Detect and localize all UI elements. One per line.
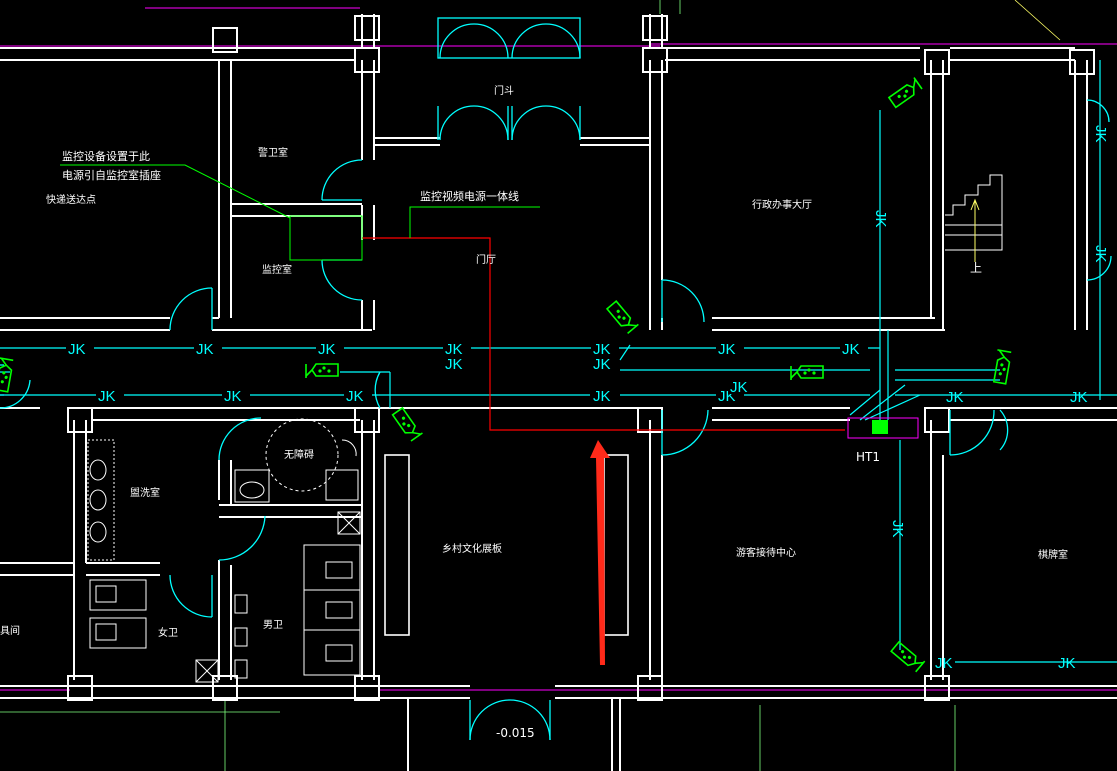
jk-tag: JK: [68, 341, 86, 358]
annotations: 监控设备设置于此 电源引自监控室插座 监控视频电源一体线: [62, 149, 519, 203]
jk-tag: JK: [718, 341, 736, 358]
label-washroom: 盥洗室: [130, 486, 160, 499]
jk-tag: JK: [593, 388, 611, 405]
jk-tag: JK: [946, 389, 964, 406]
jk-cable-lines: [0, 60, 1117, 663]
label-guard-room: 警卫室: [258, 146, 288, 159]
jk-tag: JK: [1092, 245, 1109, 263]
label-ht1: HT1: [856, 450, 880, 464]
jk-tag: JK: [98, 388, 116, 405]
jk-tag: JK: [889, 520, 906, 538]
jk-tag: JK: [346, 388, 364, 405]
axis-lines: [0, 7, 1117, 691]
grid-marks: [0, 0, 1061, 771]
label-elevation: -0.015: [496, 726, 535, 740]
jk-tag: JK: [872, 210, 889, 228]
jk-tag: JK: [1058, 655, 1076, 672]
jk-tag: JK: [730, 379, 748, 396]
note-line1: 监控设备设置于此: [62, 149, 150, 163]
jk-tag: JK: [593, 356, 611, 373]
columns: [67, 15, 1095, 701]
jk-tag: JK: [196, 341, 214, 358]
jk-tag: JK: [1070, 389, 1088, 406]
jk-tags: JK JK JK JK JK JK JK JK JK JK JK JK JK J…: [66, 125, 1109, 672]
label-culture-display: 乡村文化展板: [442, 542, 502, 555]
doors-windows: [0, 17, 1112, 741]
label-chess-room: 棋牌室: [1038, 548, 1068, 561]
jk-tag: JK: [593, 341, 611, 358]
label-admin-hall: 行政办事大厅: [752, 198, 812, 211]
label-express-point: 快递送达点: [46, 193, 96, 206]
label-accessible-wc: 无障碍: [284, 448, 314, 461]
label-women-wc: 女卫: [158, 626, 178, 639]
jk-tag: JK: [1092, 125, 1109, 143]
stair: [945, 174, 1003, 262]
red-arrow: [590, 440, 610, 665]
label-visitor-center: 游客接待中心: [736, 546, 796, 559]
sanitary-fixtures: [87, 418, 361, 683]
walls: [0, 14, 1117, 771]
surveillance-cameras: [0, 76, 1013, 673]
jk-tag: JK: [445, 356, 463, 373]
note-line2: 电源引自监控室插座: [62, 168, 161, 182]
display-panels: [384, 454, 629, 636]
label-tool-room: 具间: [0, 624, 20, 637]
power-line: [362, 237, 845, 431]
annotation-leaders: [60, 164, 919, 439]
jk-tag: JK: [842, 341, 860, 358]
jk-tag: JK: [318, 341, 336, 358]
jk-tag: JK: [445, 341, 463, 358]
label-men-wc: 男卫: [263, 619, 283, 631]
label-up: 上: [970, 261, 982, 275]
label-vestibule: 门斗: [494, 84, 514, 97]
jk-tag: JK: [935, 655, 953, 672]
label-monitor-room: 监控室: [262, 263, 292, 276]
room-labels: 门斗 警卫室 快递送达点 监控室 门厅 行政办事大厅 上 盥洗室 无障碍 女卫 …: [0, 84, 1068, 740]
cable-note: 监控视频电源一体线: [420, 189, 519, 203]
ht1-box: [872, 420, 888, 434]
label-lobby: 门厅: [476, 253, 496, 266]
jk-tag: JK: [224, 388, 242, 405]
